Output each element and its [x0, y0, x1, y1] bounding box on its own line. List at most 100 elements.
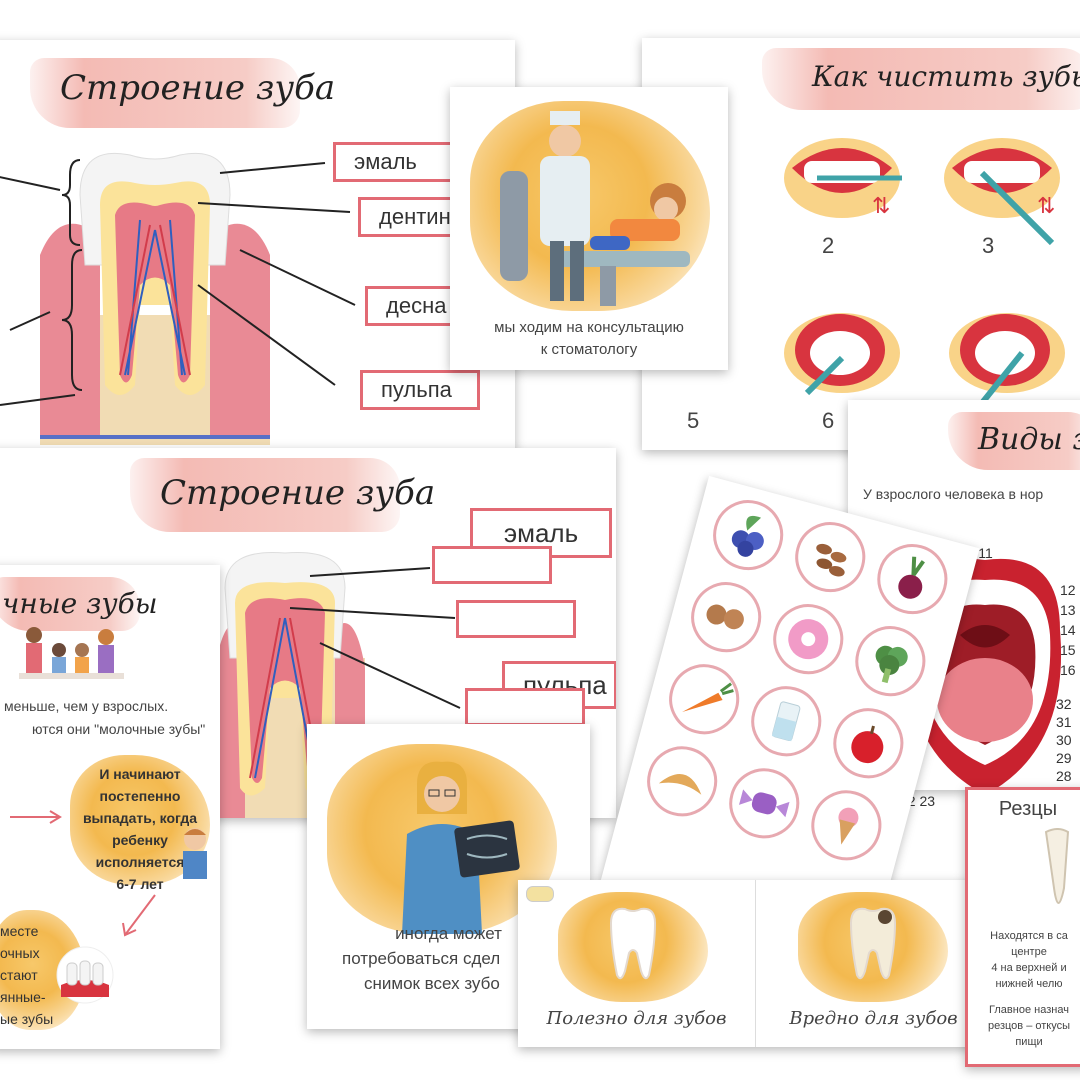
food-carrot[interactable] [661, 656, 748, 743]
arrow-updown: ⇅ [1037, 193, 1056, 218]
text-line: стают [0, 967, 38, 983]
tooth-number: 30 [1056, 732, 1072, 748]
step-number: 6 [822, 408, 835, 433]
card-food-sorting[interactable] [600, 475, 980, 955]
food-ice-cream[interactable] [803, 782, 890, 869]
tooth-number: 16 [1060, 662, 1076, 678]
incisor-tooth-icon [1044, 828, 1070, 904]
title-brush [762, 48, 1080, 110]
text-line: И начинают [99, 766, 181, 782]
text-line: нижней челю [995, 978, 1063, 990]
food-blueberry[interactable] [705, 492, 792, 578]
tooth-number: 15 [1060, 642, 1076, 658]
donut-icon [788, 619, 829, 660]
tooth-number: 32 [1056, 696, 1072, 712]
text-line: постепенно [99, 788, 181, 804]
baby-teeth-line-2: ются они "молочные зубы" [32, 721, 206, 737]
food-croissant[interactable] [639, 738, 726, 825]
text-line: очных [0, 945, 40, 961]
milk-icon [771, 701, 801, 742]
card-dentist[interactable]: мы ходим на консультацию к стоматологу [450, 87, 728, 370]
text-line [968, 992, 1080, 1002]
family-illustration [19, 627, 124, 679]
brace-marks [61, 159, 83, 391]
card-baby-teeth[interactable]: чные зубы меньше, чем у взрослых. ются о… [0, 565, 220, 1049]
arrow-icons [10, 810, 156, 937]
pointer-lines [289, 567, 461, 709]
empty-label-box[interactable] [432, 546, 552, 584]
empty-label-box[interactable] [465, 688, 585, 726]
text-line: пищи [1015, 1036, 1043, 1048]
text-line: 6-7 лет [116, 876, 164, 892]
empty-label-box[interactable] [456, 600, 576, 638]
text-line: центре [1011, 946, 1047, 958]
card-incisors[interactable]: Резцы Находятся в са центре 4 на верхней… [965, 787, 1080, 1067]
card-good-bad[interactable]: Полезно для зубов Вредно для зубов [518, 880, 992, 1047]
page-title: Строение зуба [160, 473, 436, 513]
food-candy[interactable] [721, 760, 808, 847]
xray-caption-3: снимок всех зубо [364, 974, 500, 993]
dentist-caption-1: мы ходим на консультацию [494, 319, 684, 336]
types-text: У взрослого человека в нор [863, 486, 1044, 502]
tooth-number: 11 [978, 545, 993, 561]
numbers-right: 12 13 14 15 16 [1060, 580, 1080, 680]
text-line: 4 на верхней и [991, 962, 1067, 974]
blueberry-icon [731, 515, 764, 557]
tooth-number: 23 [919, 793, 936, 809]
ice-cream-icon [838, 807, 859, 845]
text-line: Находятся в са [990, 930, 1068, 942]
card-xray[interactable]: иногда может потребоваться сдел снимок в… [307, 724, 590, 1029]
step-number: 2 [822, 233, 835, 258]
text-line: исполняется [95, 854, 185, 870]
mouth-step-7 [949, 313, 1065, 405]
fall-text: И начинают постепенно выпадать, когда ре… [80, 763, 200, 895]
tooth-number: 12 [1060, 582, 1076, 598]
text-line: резцов – откусы [987, 1020, 1071, 1032]
bee-logo [526, 886, 554, 902]
food-broccoli[interactable] [847, 618, 934, 705]
title-brush [30, 58, 300, 128]
carrot-icon [682, 682, 734, 712]
tooth-number: 13 [1060, 602, 1076, 618]
brushing-title: Как чистить зубы? [812, 60, 1080, 93]
food-donut[interactable] [765, 596, 852, 683]
food-milk[interactable] [743, 678, 830, 765]
teeth-gum-icon [56, 946, 114, 1004]
step-number: 5 [687, 408, 700, 433]
numbers-lower-right: 32 31 30 29 28 [1056, 695, 1080, 785]
tooth-number: 14 [1060, 622, 1076, 638]
replace-text: месте очных стают янные- ые зубы [0, 920, 70, 1030]
page-title: Строение зуба [60, 68, 336, 108]
decayed-tooth-icon [849, 907, 897, 980]
card-tooth-structure-top[interactable]: Строение зуба эмаль дентин десна пульпа [0, 40, 515, 450]
text-line: выпадать, когда [82, 810, 198, 826]
types-title: Виды зу [978, 422, 1080, 457]
broccoli-icon [875, 645, 908, 684]
step-number: 3 [982, 233, 995, 258]
xray-caption-2: потребоваться сдел [342, 949, 501, 968]
food-cookies[interactable] [683, 574, 770, 661]
nuts-icon [816, 543, 847, 577]
mouth-step-3 [944, 138, 1060, 246]
xray-caption-1: иногда может [395, 924, 502, 943]
text-line: ребенку [112, 832, 168, 848]
baby-teeth-line-1: меньше, чем у взрослых. [4, 698, 169, 714]
food-beet[interactable] [869, 536, 956, 622]
food-apple[interactable] [825, 700, 912, 787]
incisors-text: Находятся в са центре 4 на верхней и ниж… [968, 928, 1080, 1050]
healthy-tooth-icon [609, 907, 657, 980]
title-brush [948, 412, 1080, 470]
title-brush [0, 577, 140, 631]
food-nuts[interactable] [787, 514, 874, 600]
child-icon [183, 828, 207, 879]
incisors-title: Резцы [998, 798, 1058, 820]
dentist-illustration [500, 111, 690, 306]
text-line: Главное назнач [989, 1004, 1069, 1016]
text-line: ые зубы [0, 1011, 54, 1027]
cookies-icon [706, 604, 744, 630]
tooth-number: 31 [1056, 714, 1072, 730]
bad-label: Вредно для зубов [789, 1008, 958, 1029]
baby-teeth-title: чные зубы [2, 587, 158, 620]
doctor-xray-illustration [402, 761, 520, 934]
apple-icon [851, 725, 884, 764]
